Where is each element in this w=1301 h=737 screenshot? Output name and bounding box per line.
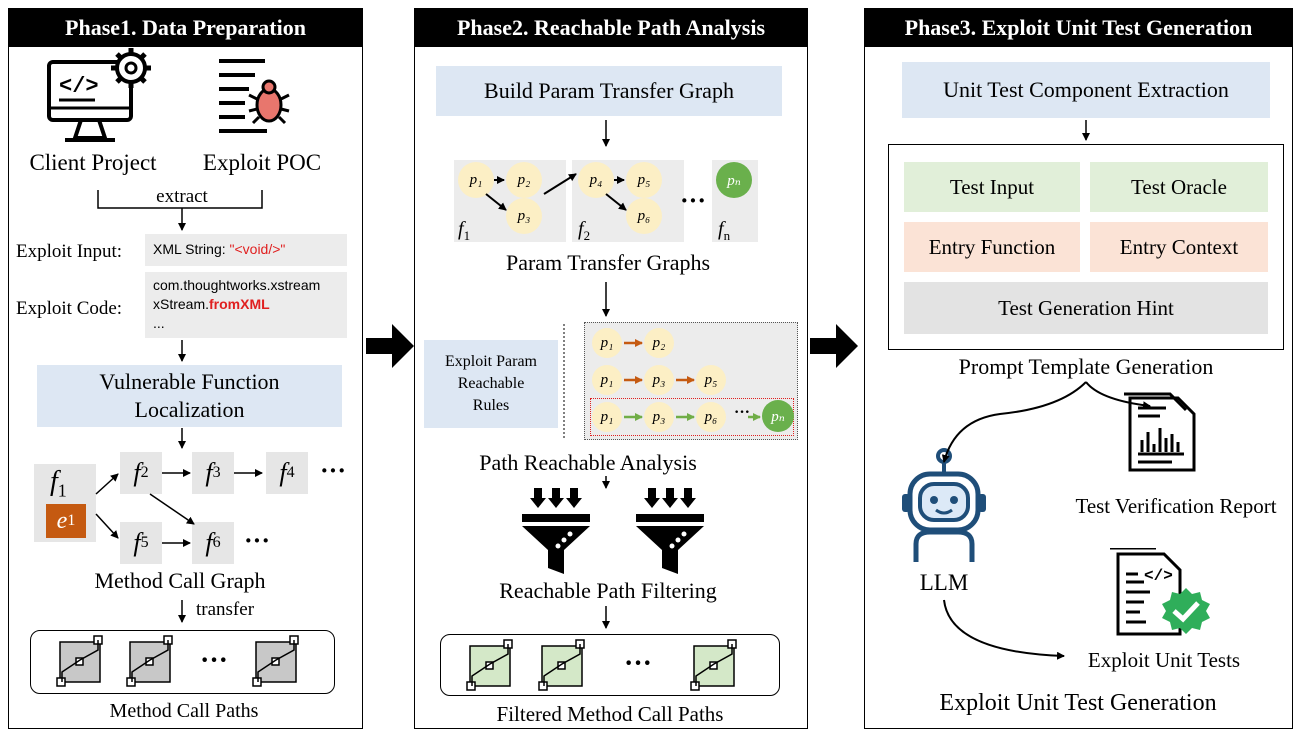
exploit-code-line3: ... xyxy=(153,315,165,331)
pa-row2-p3: p₃ xyxy=(644,365,674,395)
exploit-input-value: "<void/>" xyxy=(229,241,286,257)
pa-row3-p3: p₃ xyxy=(644,402,674,432)
filtered-paths-ellipsis: ··· xyxy=(624,648,653,679)
exploit-code-line1: com.thoughtworks.xstream xyxy=(153,277,321,293)
pa-row3-ellipsis: ··· xyxy=(734,404,751,421)
pg1-p1: p₁ xyxy=(458,162,494,198)
exploit-code-label: Exploit Code: xyxy=(16,298,123,319)
big-arrow-phase1-to-2 xyxy=(366,324,414,368)
prompt-template-box xyxy=(888,144,1284,350)
pa-row3-p6: p₆ xyxy=(696,402,726,432)
llm-robot-icon xyxy=(902,448,986,562)
pg2-p4: p₄ xyxy=(578,162,614,198)
test-oracle-box: Test Oracle xyxy=(1090,162,1268,212)
test-verification-report-icon xyxy=(1124,392,1196,472)
graph-ellipsis-2: ··· xyxy=(244,526,271,555)
exploit-unit-test-generation-label: Exploit Unit Test Generation xyxy=(939,690,1217,716)
exploit-input-label: Exploit Input: xyxy=(16,241,123,262)
exploit-poc-label: Exploit POC xyxy=(202,150,322,175)
method-call-paths-box xyxy=(30,630,335,694)
pg1-p3: p₃ xyxy=(506,198,542,234)
pgn-fn: fn xyxy=(718,218,731,243)
pg1-f1: f1 xyxy=(458,218,471,243)
graph-ellipsis-1: ··· xyxy=(320,456,347,485)
reachable-path-filtering-label: Reachable Path Filtering xyxy=(499,578,717,603)
exploit-unit-tests-icon: </> xyxy=(1110,548,1210,636)
exploit-param-reachable-rules-box: Exploit Param Reachable Rules xyxy=(424,340,558,428)
pg2-f2: f2 xyxy=(578,218,591,243)
exploit-code-line2-prefix: xStream. xyxy=(153,296,210,312)
unit-test-component-extraction-box: Unit Test Component Extraction xyxy=(902,62,1270,118)
exploit-input-prefix: XML String: xyxy=(153,241,230,257)
build-param-transfer-graph-box: Build Param Transfer Graph xyxy=(436,66,782,116)
client-project-label: Client Project xyxy=(29,150,157,175)
phase3-panel: Phase3. Exploit Unit Test Generation xyxy=(864,8,1293,729)
f1-label: f1 xyxy=(50,466,67,501)
pa-row2-p5: p₅ xyxy=(696,365,726,395)
filtered-method-call-paths-label: Filtered Method Call Paths xyxy=(496,702,724,726)
pa-row2-p1: p₁ xyxy=(592,365,622,395)
path-reachable-analysis-label: Path Reachable Analysis xyxy=(479,450,697,475)
rules-line1: Exploit Param xyxy=(445,353,537,370)
client-project-icon: </> xyxy=(47,48,151,142)
exploit-poc-icon xyxy=(219,59,290,133)
exploit-input-box: XML String: "<void/>" xyxy=(145,234,347,266)
filtered-paths-box xyxy=(440,634,780,696)
rules-line3: Rules xyxy=(472,397,510,414)
entry-function-box: Entry Function xyxy=(904,222,1080,272)
transfer-label: transfer xyxy=(196,599,255,620)
pg2-p6: p₆ xyxy=(626,198,662,234)
funnel-icon-1 xyxy=(522,488,590,574)
pg1-p2: p₂ xyxy=(506,162,542,198)
vuln-loc-line2: Localization xyxy=(134,397,245,422)
pg2-p5: p₅ xyxy=(626,162,662,198)
rules-line2: Reachable xyxy=(457,375,525,392)
pa-row3-pn: pₙ xyxy=(762,400,794,432)
phase2-title: Phase2. Reachable Path Analysis xyxy=(415,9,807,47)
method-call-paths-label: Method Call Paths xyxy=(109,700,259,722)
big-arrow-phase2-to-3 xyxy=(810,324,858,368)
pa-row3-p1: p₁ xyxy=(592,402,622,432)
pgn-pn: pₙ xyxy=(716,162,752,198)
svg-text:</>: </> xyxy=(1144,567,1173,585)
test-input-box: Test Input xyxy=(904,162,1080,212)
pa-row1-p2: p₂ xyxy=(644,328,674,358)
prompt-template-generation-label: Prompt Template Generation xyxy=(958,354,1214,379)
svg-text:</>: </> xyxy=(59,74,99,99)
llm-label: LLM xyxy=(919,570,969,595)
exploit-unit-tests-label: Exploit Unit Tests xyxy=(1087,648,1241,672)
param-graph-ellipsis: ··· xyxy=(680,186,707,215)
pa-row1-p1: p₁ xyxy=(592,328,622,358)
exploit-code-call: fromXML xyxy=(209,296,270,312)
exploit-code-box: com.thoughtworks.xstream xStream.fromXML… xyxy=(145,272,347,338)
funnel-icon-2 xyxy=(636,488,704,574)
extract-label: extract xyxy=(156,186,208,207)
phase1-title: Phase1. Data Preparation xyxy=(9,9,362,47)
vulnerable-function-localization-box: Vulnerable Function Localization xyxy=(37,365,342,427)
entry-context-box: Entry Context xyxy=(1090,222,1268,272)
paths-ellipsis: ··· xyxy=(200,645,229,676)
test-generation-hint-box: Test Generation Hint xyxy=(904,282,1268,334)
vuln-loc-line1: Vulnerable Function xyxy=(99,369,280,394)
method-call-graph-label: Method Call Graph xyxy=(94,568,266,593)
test-verification-report-label: Test Verification Report xyxy=(1075,494,1277,518)
phase3-title: Phase3. Exploit Unit Test Generation xyxy=(865,9,1292,47)
param-transfer-graphs-label: Param Transfer Graphs xyxy=(505,250,711,275)
